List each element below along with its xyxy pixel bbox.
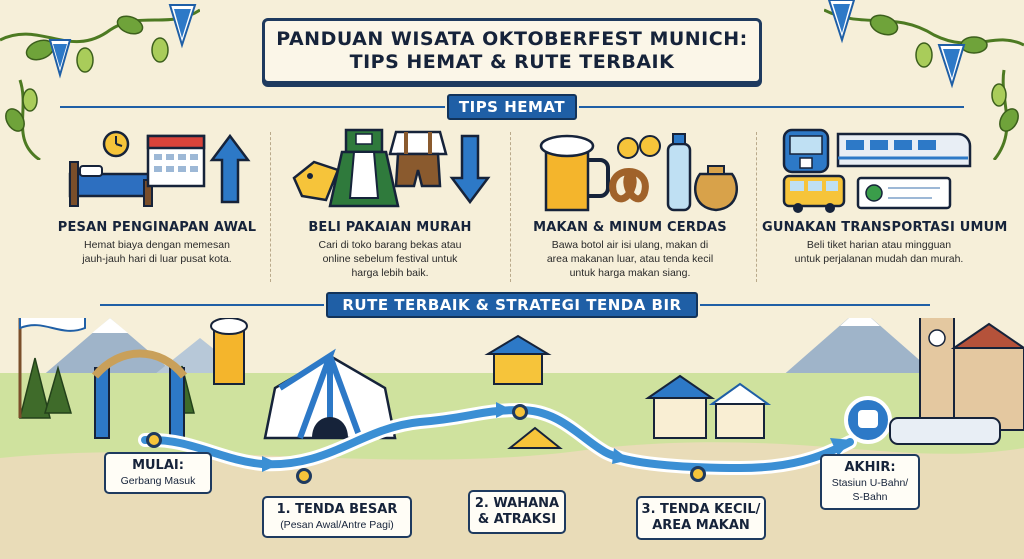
stop-dot-2 (512, 404, 528, 420)
desc-line: Beli tiket harian atau mingguan (806, 239, 952, 251)
stop-end-sub-2: S-Bahn (852, 491, 888, 503)
entrance-gate-icon (91, 349, 188, 439)
stop-big-tent-sub: (Pesan Awal/Antre Pagi) (280, 519, 394, 531)
route-ribbon-line-left (100, 304, 324, 306)
tip-clothing-title: BELI PAKAIAN MURAH (308, 220, 472, 235)
tip-accommodation-title: PESAN PENGINAPAN AWAL (57, 220, 257, 235)
beer-tent-large-icon (263, 348, 397, 440)
route-ribbon-line-right (700, 304, 930, 306)
title-line-2: TIPS HEMAT & RUTE TERBAIK (349, 51, 675, 73)
desc-line: online sebelum festival untuk (322, 253, 458, 265)
tip-accommodation: PESAN PENGINAPAN AWAL Hemat biaya dengan… (52, 124, 262, 289)
carousel-icon (484, 334, 563, 449)
tip-transport: GUNAKAN TRANSPORTASI UMUM Beli tiket har… (762, 124, 1008, 289)
stop-small-tent: 3. TENDA KECIL/ AREA MAKAN (636, 496, 766, 540)
tip-food-drink-icons (516, 124, 744, 216)
stop-end-sub: Stasiun U-Bahn/ (831, 477, 909, 489)
train-icon (836, 132, 972, 168)
tip-clothing-desc: Cari di toko barang bekas atau online se… (280, 238, 500, 280)
tip-transport-icons (762, 124, 996, 216)
stop-dot-1 (296, 468, 312, 484)
dirndl-icon (328, 128, 400, 208)
tip-accommodation-icons (52, 124, 262, 216)
stop-rides-title-2: & ATRAKSI (477, 512, 557, 527)
coins-icon (617, 135, 661, 159)
bus-icon (782, 174, 846, 213)
desc-line: untuk perjalanan mudah dan murah. (794, 253, 964, 265)
bavarian-flag-left (18, 318, 86, 418)
stop-big-tent-title: 1. TENDA BESAR (276, 502, 398, 517)
desc-line: Cari di toko barang bekas atau (318, 239, 462, 251)
tip-clothing-icons (280, 124, 500, 216)
arrow-up-icon (209, 133, 251, 204)
stop-dot-3 (690, 466, 706, 482)
stop-rides-title: 2. WAHANA (474, 496, 560, 511)
title-line-1: PANDUAN WISATA OKTOBERFEST MUNICH: (276, 28, 748, 50)
stop-start-sub: Gerbang Masuk (120, 475, 196, 487)
desc-line: area makanan luar, atau tenda kecil (546, 253, 714, 265)
tip-food-drink-title: MAKAN & MINUM CERDAS (533, 220, 727, 235)
sbahn-ticket-icon (856, 176, 952, 210)
title-banner: PANDUAN WISATA OKTOBERFEST MUNICH: TIPS … (262, 18, 762, 84)
tips-heading: TIPS HEMAT (447, 94, 577, 120)
desc-line: Bawa botol air isi ulang, makan di (551, 239, 709, 251)
station-icon (844, 396, 1001, 445)
stop-start: MULAI: Gerbang Masuk (104, 452, 212, 494)
tip-divider (756, 132, 757, 282)
lederhosen-icon (388, 130, 448, 188)
hops-garland-right (824, 0, 1024, 160)
giant-beer-icon (210, 318, 248, 385)
tip-food-drink: MAKAN & MINUM CERDAS Bawa botol air isi … (516, 124, 744, 289)
stop-rides: 2. WAHANA & ATRAKSI (468, 490, 566, 534)
hops-garland-left (0, 4, 200, 160)
tips-ribbon-line-left (60, 106, 445, 108)
desc-line: untuk harga makan siang. (569, 267, 691, 279)
desc-line: jauh-jauh hari di luar pusat kota. (82, 253, 232, 265)
bavarian-pennants-right (827, 0, 966, 89)
tip-food-drink-desc: Bawa botol air isi ulang, makan di area … (516, 238, 744, 280)
stop-end: AKHIR: Stasiun U-Bahn/ S-Bahn (820, 454, 920, 510)
tips-ribbon-line-right (579, 106, 964, 108)
stop-small-tent-title: 3. TENDA KECIL/ (641, 502, 761, 517)
stop-end-title: AKHIR: (844, 460, 896, 475)
stop-small-tent-title-2: AREA MAKAN (652, 518, 750, 533)
tip-transport-desc: Beli tiket harian atau mingguan untuk pe… (762, 238, 996, 266)
desc-line: harga lebih baik. (351, 267, 429, 279)
money-bag-icon (693, 165, 739, 212)
pretzel-icon (609, 168, 649, 203)
tip-divider (270, 132, 271, 282)
tip-clothing: BELI PAKAIAN MURAH Cari di toko barang b… (280, 124, 500, 289)
water-bottle-icon (666, 133, 692, 212)
calendar-icon (146, 134, 206, 188)
tip-accommodation-desc: Hemat biaya dengan memesan jauh-jauh har… (52, 238, 262, 266)
food-stalls-icon (644, 374, 772, 439)
stop-big-tent: 1. TENDA BESAR (Pesan Awal/Antre Pagi) (262, 496, 412, 538)
tip-divider (510, 132, 511, 282)
beer-mug-icon (539, 134, 610, 212)
bed-icon (68, 161, 153, 207)
route-heading: RUTE TERBAIK & STRATEGI TENDA BIR (326, 292, 698, 318)
stop-dot-start (146, 432, 162, 448)
bavarian-pennants-left (48, 4, 197, 79)
town-hall-icon (919, 318, 1024, 431)
tip-transport-title: GUNAKAN TRANSPORTASI UMUM (762, 220, 1008, 235)
price-tag-icon (292, 160, 340, 202)
clock-icon (102, 130, 130, 158)
arrow-down-icon (449, 134, 491, 205)
ubahn-icon (782, 128, 830, 174)
desc-line: Hemat biaya dengan memesan (84, 239, 230, 251)
stop-start-title: MULAI: (132, 458, 184, 473)
